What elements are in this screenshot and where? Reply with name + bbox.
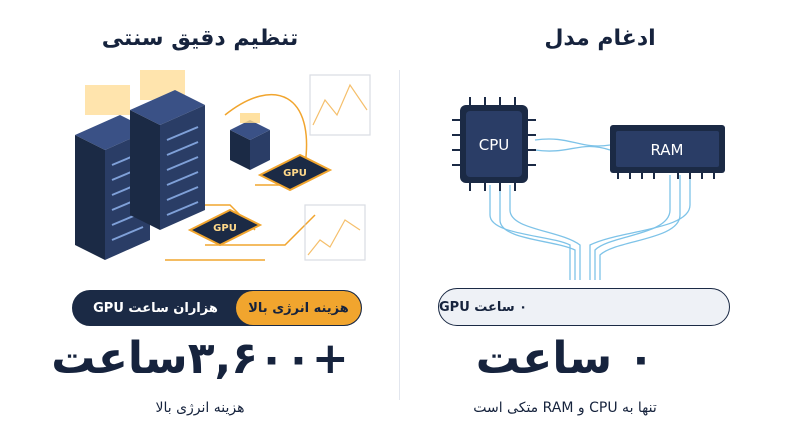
panel-divider <box>399 70 400 400</box>
zero-gpu-pill: ۰ ساعت GPU <box>438 288 730 326</box>
server-rack-icon <box>130 90 205 230</box>
energy-cost-pill: هزاران ساعت GPU هزینه انرژی بالا <box>72 290 362 326</box>
gpu-chip-icon: GPU <box>187 208 263 247</box>
server-glow <box>85 85 130 115</box>
cpu-ram-illustration: CPU RAM <box>452 97 725 280</box>
high-energy-badge: هزینه انرژی بالا <box>236 291 361 325</box>
cpu-label: CPU <box>479 136 510 154</box>
traditional-finetune-panel: تنظیم دقیق سنتی <box>51 26 371 416</box>
small-server-icon <box>230 113 270 170</box>
gpu-chip-icon: GPU <box>257 153 333 192</box>
model-merging-panel: ادغام مدل CPU <box>400 0 800 447</box>
gpu-hours-label: هزاران ساعت GPU <box>93 300 218 316</box>
right-hours-value: ۰ ساعت <box>475 333 655 384</box>
server-gpu-illustration: GPU GPU <box>75 70 371 261</box>
left-title: تنظیم دقیق سنتی <box>101 26 299 51</box>
ram-label: RAM <box>650 141 683 159</box>
ram-stick-icon: RAM <box>610 125 725 179</box>
data-flow-lines <box>489 138 691 280</box>
right-subtitle: تنها به CPU و RAM متکی است <box>473 400 657 416</box>
left-hours-value: +۳,۶۰۰ساعت <box>51 333 349 384</box>
left-subtitle: هزینه انرژی بالا <box>155 400 245 416</box>
background-chart <box>304 74 371 261</box>
right-title: ادغام مدل <box>544 26 656 51</box>
cpu-chip-icon: CPU <box>452 97 536 191</box>
gpu-chip-label: GPU <box>213 223 237 234</box>
gpu-chip-label: GPU <box>283 168 307 179</box>
